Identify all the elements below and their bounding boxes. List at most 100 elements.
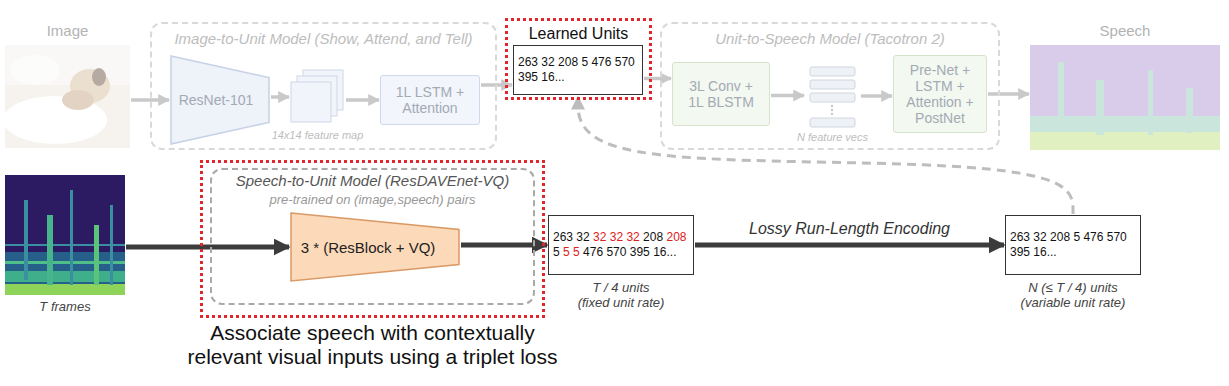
feature-map-stack: 14x14 feature map bbox=[290, 68, 345, 126]
text-slot: Speech bbox=[1030, 22, 1220, 39]
caption-note: Associate speech with contextually relev… bbox=[180, 321, 565, 369]
spectrogram-band bbox=[5, 252, 125, 295]
spectrogram-streak bbox=[1096, 80, 1104, 135]
unit-token: 32 bbox=[576, 230, 593, 244]
text-slot: 263 32 208 5 476 570 395 16... bbox=[1006, 216, 1140, 274]
unit-sequence-box: 263 32 208 5 476 570 395 16... bbox=[513, 45, 643, 95]
unit-token: 395 bbox=[630, 245, 653, 259]
text-slot: T frames bbox=[10, 299, 120, 314]
spectrogram-band bbox=[5, 271, 125, 282]
spectrogram-streak bbox=[1186, 88, 1193, 133]
highlight-box: 3 * (ResBlock + VQ) Speech-to-Unit Model … bbox=[200, 160, 545, 318]
unit-token: 32 bbox=[626, 230, 643, 244]
speech-label: Speech bbox=[1030, 22, 1220, 39]
feature-vector bbox=[810, 80, 855, 89]
unit-token: 208 bbox=[643, 230, 666, 244]
process-box: Pre-Net + LSTM + Attention + PostNet bbox=[893, 55, 987, 133]
encoder-trapezoid: ResNet-101 bbox=[170, 55, 270, 145]
output-speech: Speech bbox=[1030, 45, 1220, 150]
text-slot: Speech-to-Unit Model (ResDAVEnet-VQ) bbox=[212, 172, 533, 189]
process-box: 3L Conv + 1L BLSTM bbox=[672, 62, 770, 126]
text-slot: T / 4 units (fixed unit rate) bbox=[576, 280, 666, 310]
connector-arrow bbox=[861, 94, 892, 98]
unit-token: 32 bbox=[610, 230, 627, 244]
input-spectrogram bbox=[5, 175, 125, 295]
input-spectrogram: T frames bbox=[5, 175, 125, 295]
vector-label: N feature vecs bbox=[783, 131, 883, 143]
spectrogram-streak bbox=[94, 225, 99, 285]
spectrogram-harmonic bbox=[5, 261, 125, 264]
group-title: Unit-to-Speech Model (Tacotron 2) bbox=[662, 30, 998, 47]
feature-map bbox=[291, 82, 331, 122]
feature-vector bbox=[810, 118, 855, 127]
ellipsis-dot bbox=[831, 113, 833, 115]
photo-fluff bbox=[10, 55, 60, 85]
text-slot: 14x14 feature map bbox=[263, 129, 373, 141]
group-title: Speech-to-Unit Model (ResDAVEnet-VQ) bbox=[212, 172, 533, 189]
spectrogram-streak bbox=[70, 190, 73, 285]
ellipsis-dot bbox=[831, 109, 833, 111]
unit-token: 476 bbox=[583, 245, 606, 259]
text-slot: ResNet-101 bbox=[170, 55, 270, 145]
trapezoid-shape bbox=[171, 56, 269, 144]
unit-sequence: 263 32 208 5 476 570 395 16... bbox=[1010, 230, 1136, 260]
connector-arrow bbox=[271, 95, 289, 99]
model-group: 3L Conv + 1L BLSTM N feature vecs Pre-Net … bbox=[660, 22, 1000, 150]
text-slot: Learned Units bbox=[508, 25, 649, 43]
group-subtitle: pre-trained on (image,speech) pairs bbox=[212, 192, 533, 207]
text-slot: Associate speech with contextually relev… bbox=[180, 321, 565, 369]
unit-token: 5 bbox=[553, 245, 563, 259]
feature-map-stack bbox=[291, 70, 343, 122]
unit-token: 208 bbox=[666, 230, 686, 244]
feature-vector bbox=[810, 93, 855, 102]
unit-token: 570 bbox=[606, 245, 629, 259]
spectrogram-band bbox=[1030, 132, 1220, 150]
unit-sequence: 263 32 208 5 476 570 395 16... bbox=[518, 55, 638, 85]
spectrogram-streak bbox=[110, 205, 113, 285]
text-slot: 263 32 32 32 32 208 208 5 5 5 476 570 39… bbox=[549, 216, 693, 274]
process-label: 3L Conv + 1L BLSTM bbox=[681, 78, 761, 110]
text-slot: Unit-to-Speech Model (Tacotron 2) bbox=[662, 30, 998, 47]
photo-dog-ear bbox=[92, 68, 106, 86]
vector-stack bbox=[810, 67, 855, 127]
output-spectrogram bbox=[1030, 45, 1220, 150]
unit-token: 5 bbox=[573, 245, 583, 259]
text-slot: 3L Conv + 1L BLSTM bbox=[673, 63, 769, 125]
photo-sky bbox=[5, 45, 130, 85]
vector-stack: N feature vecs bbox=[805, 65, 860, 127]
group-title: Image-to-Unit Model (Show, Attend, and T… bbox=[152, 30, 495, 47]
frames-label: T frames bbox=[10, 299, 120, 314]
label-slot: Lossy Run-Length Encoding bbox=[746, 220, 953, 238]
text-slot: N feature vecs bbox=[783, 131, 883, 143]
encoder-label: 3 * (ResBlock + VQ) bbox=[301, 239, 436, 256]
unit-token: 16... bbox=[653, 245, 676, 259]
connector-arrow bbox=[988, 92, 1029, 96]
connector-arrow bbox=[346, 98, 379, 102]
ellipsis-dot bbox=[831, 105, 833, 107]
text-slot: Pre-Net + LSTM + Attention + PostNet bbox=[894, 56, 986, 132]
spectrogram-streak bbox=[24, 200, 28, 280]
unit-rate-label: N (≤ T / 4) units (variable unit rate) bbox=[1011, 280, 1136, 310]
spectrogram-streak bbox=[47, 215, 53, 285]
spectrogram-band bbox=[5, 284, 125, 295]
spectrogram-ground bbox=[5, 175, 125, 295]
spectrogram-harmonic bbox=[5, 244, 125, 246]
text-slot: 1L LSTM + Attention bbox=[381, 76, 479, 124]
text-slot: Image-to-Unit Model (Show, Attend, and T… bbox=[152, 30, 495, 47]
connector-arrow bbox=[644, 77, 671, 81]
feature-map-label: 14x14 feature map bbox=[263, 129, 373, 141]
highlight-title: Learned Units bbox=[508, 25, 649, 43]
connector-arrow bbox=[771, 94, 804, 98]
feature-vector bbox=[810, 67, 855, 76]
model-group: ResNet-10114x14 feature map1L LSTM + Att… bbox=[150, 22, 497, 150]
spectrogram-streak bbox=[1058, 62, 1064, 132]
image-label: Image bbox=[5, 22, 130, 39]
trapezoid-shape bbox=[291, 213, 459, 281]
text-slot: Image bbox=[5, 22, 130, 39]
text-slot: 3 * (ResBlock + VQ) bbox=[290, 212, 460, 282]
text-slot: 263 32 208 5 476 570 395 16... bbox=[514, 46, 642, 94]
unit-token: 32 bbox=[593, 230, 610, 244]
spectrogram-streak bbox=[1148, 70, 1153, 135]
edge-label: Lossy Run-Length Encoding bbox=[746, 220, 953, 238]
